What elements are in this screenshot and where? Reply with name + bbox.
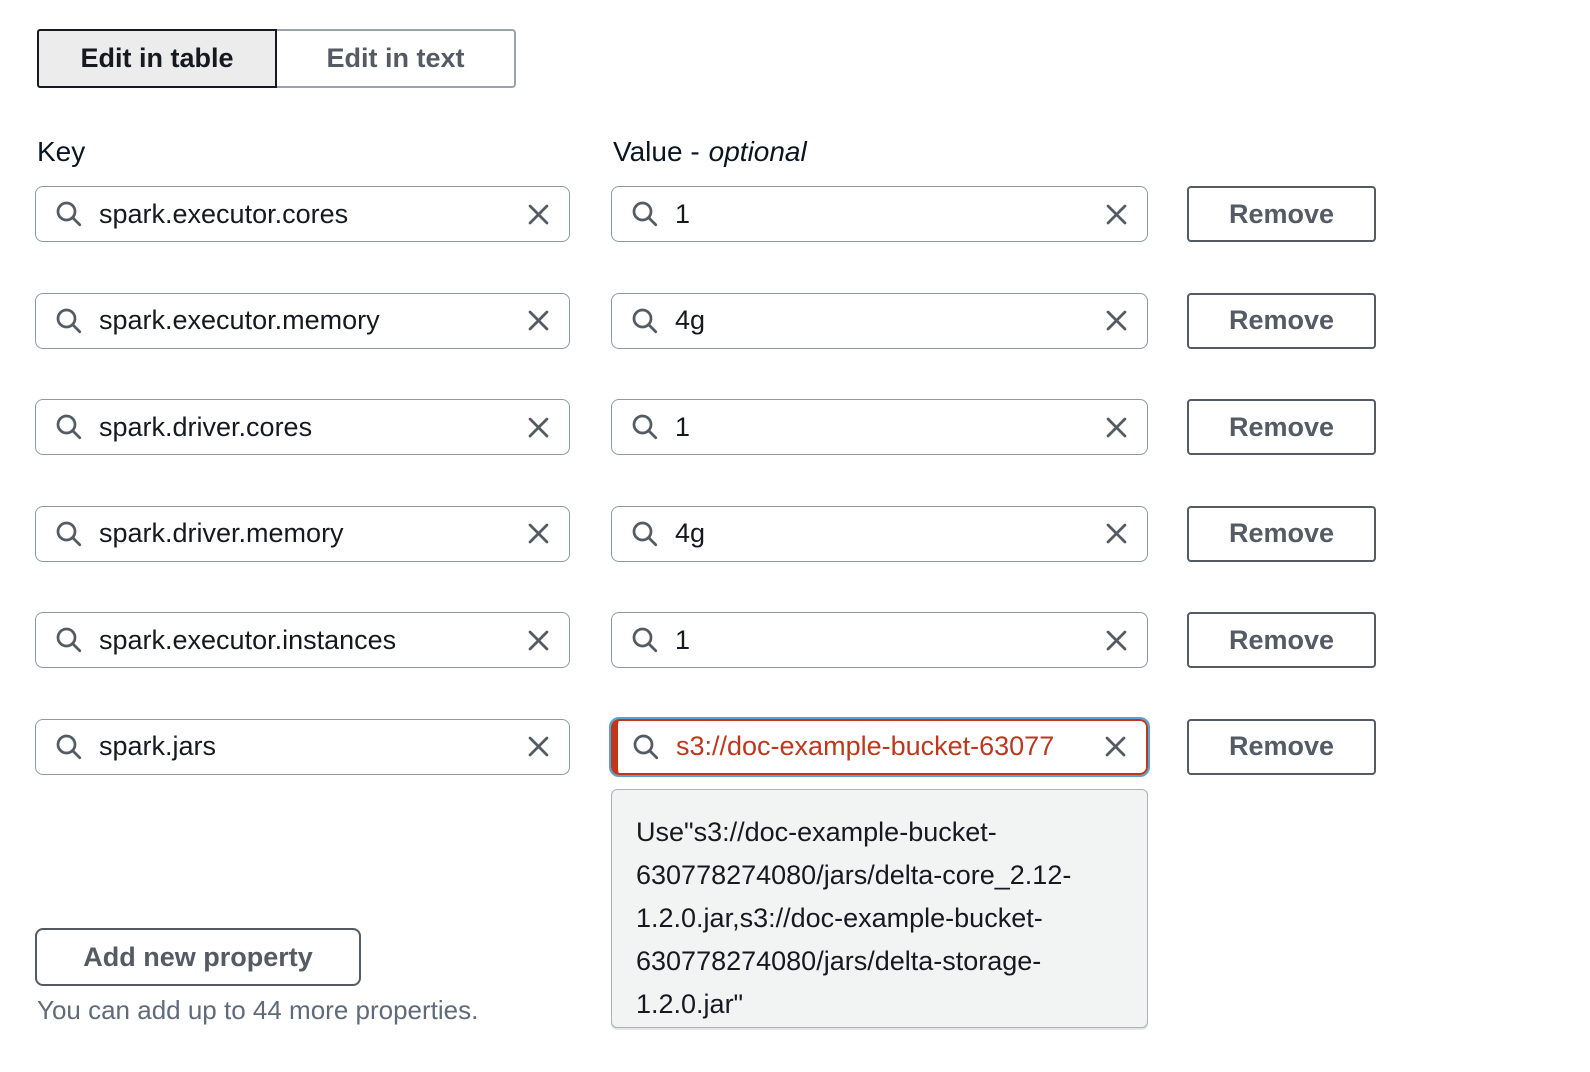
key-input[interactable] [35,399,570,455]
value-optional-label: optional [708,136,807,167]
add-new-property-button[interactable]: Add new property [35,928,361,986]
key-input[interactable] [35,292,570,349]
clear-icon[interactable] [524,519,553,548]
key-input[interactable] [35,718,570,775]
properties-table: Remove Remove Remove [35,186,1376,825]
key-column-header: Key [37,136,86,167]
property-row-6: Remove [35,716,1376,777]
key-field[interactable] [99,731,524,762]
clear-icon[interactable] [1102,626,1131,655]
search-icon [631,732,661,762]
property-row-3: Remove [35,399,1376,455]
remove-button[interactable]: Remove [1187,186,1376,242]
clear-icon[interactable] [1102,306,1131,335]
value-field[interactable] [676,731,1101,762]
clear-icon[interactable] [524,200,553,229]
search-icon [630,306,660,336]
search-icon [54,412,84,442]
search-icon [630,199,660,229]
remove-button[interactable]: Remove [1187,292,1376,349]
property-row-1: Remove [35,186,1376,242]
remove-button[interactable]: Remove [1187,612,1376,668]
search-icon [630,625,660,655]
value-field[interactable] [675,518,1102,549]
search-icon [54,306,84,336]
popover-text-line: 630778274080/jars/delta-storage- [636,946,1042,976]
clear-icon[interactable] [524,413,553,442]
remove-button[interactable]: Remove [1187,505,1376,562]
edit-in-table-button[interactable]: Edit in table [37,29,277,88]
key-field[interactable] [99,624,524,656]
value-error-popover: Use"s3://doc-example-bucket- 63077827408… [611,789,1148,1028]
value-column-header: Value - optional [613,136,807,168]
edit-mode-toggle: Edit in table Edit in text [37,29,516,88]
value-label: Value - [613,136,700,167]
popover-text-line: 1.2.0.jar,s3://doc-example-bucket- [636,903,1043,933]
remove-button[interactable]: Remove [1187,718,1376,775]
popover-text-line: 630778274080/jars/delta-core_2.12- [636,860,1072,890]
key-field[interactable] [99,518,524,549]
value-field[interactable] [675,624,1102,656]
property-row-4: Remove [35,505,1376,562]
key-field[interactable] [99,198,524,230]
value-field[interactable] [675,305,1102,336]
value-input[interactable] [611,186,1148,242]
property-row-5: Remove [35,612,1376,668]
popover-text-line: Use"s3://doc-example-bucket- [636,817,997,847]
clear-icon[interactable] [524,626,553,655]
value-field[interactable] [675,198,1102,230]
value-field[interactable] [675,411,1102,443]
key-input[interactable] [35,186,570,242]
value-input[interactable] [611,399,1148,455]
popover-text-line: 1.2.0.jar" [636,989,744,1019]
value-input[interactable] [611,292,1148,349]
key-input[interactable] [35,505,570,562]
search-icon [54,625,84,655]
clear-icon[interactable] [524,306,553,335]
edit-in-text-button[interactable]: Edit in text [277,29,516,88]
key-input[interactable] [35,612,570,668]
key-field[interactable] [99,305,524,336]
search-icon [630,519,660,549]
search-icon [630,412,660,442]
remove-button[interactable]: Remove [1187,399,1376,455]
value-input-invalid[interactable] [609,716,1150,777]
search-icon [54,519,84,549]
property-row-2: Remove [35,292,1376,349]
clear-icon[interactable] [1102,519,1131,548]
search-icon [54,199,84,229]
clear-icon[interactable] [1102,200,1131,229]
clear-icon[interactable] [1102,413,1131,442]
value-input[interactable] [611,505,1148,562]
value-input[interactable] [611,612,1148,668]
search-icon [54,732,84,762]
clear-icon[interactable] [524,732,553,761]
key-field[interactable] [99,411,524,443]
clear-icon[interactable] [1101,732,1130,761]
properties-limit-note: You can add up to 44 more properties. [37,995,479,1025]
